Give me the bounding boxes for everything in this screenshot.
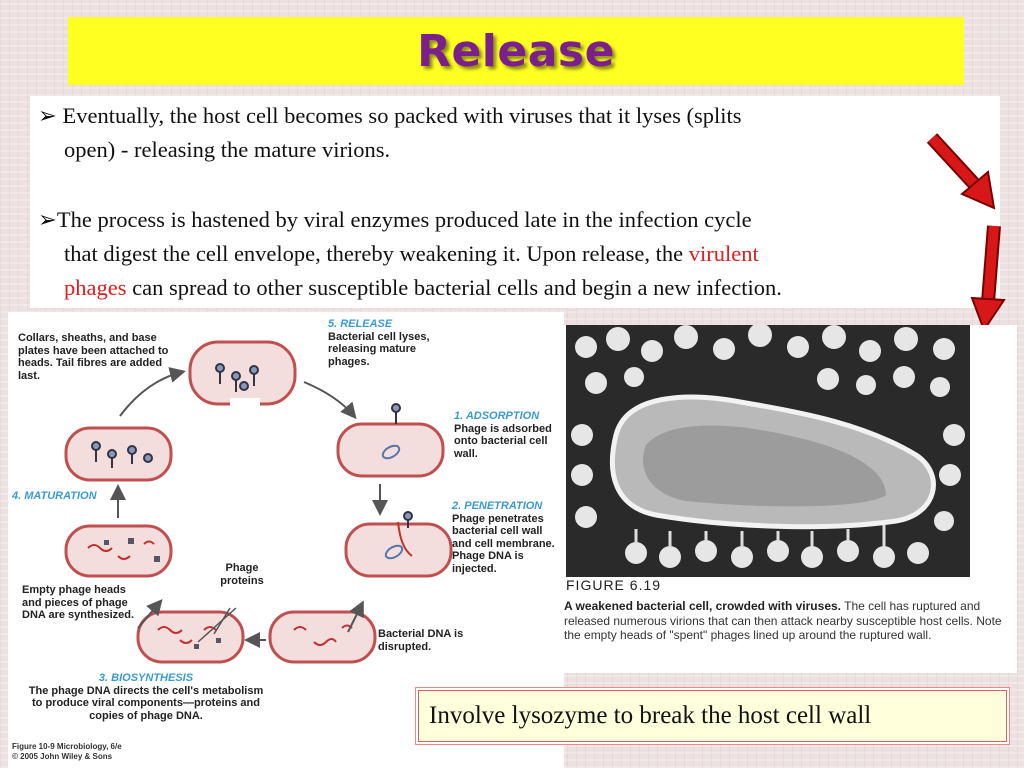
callout-text: Involve lysozyme to break the host cell … xyxy=(429,702,872,729)
slide-title: Release xyxy=(417,25,615,77)
release-text: Bacterial cell lyses, releasing mature p… xyxy=(328,330,430,368)
bullet-1-line-2: open) - releasing the mature virions. xyxy=(64,137,391,162)
biosynthesis-step: 3. BIOSYNTHESIS The phage DNA directs th… xyxy=(28,672,264,722)
assembly-label: Collars, sheaths, and base plates have b… xyxy=(18,332,169,382)
cell-adsorption xyxy=(336,422,445,478)
phages-highlight: phages xyxy=(64,275,127,300)
biosynthesis-title: 3. BIOSYNTHESIS xyxy=(98,672,194,684)
cell-empty-heads xyxy=(64,524,173,578)
empty-heads-label: Empty phage heads and pieces of phage DN… xyxy=(22,584,135,621)
figure-credit: Figure 10-9 Microbiology, 6/e © 2005 Joh… xyxy=(12,742,122,762)
bullet-2-line-2: that digest the cell envelope, thereby w… xyxy=(38,237,782,271)
release-title: 5. RELEASE xyxy=(328,318,393,330)
caption-bold: A weakened bacterial cell, crowded with … xyxy=(564,599,841,613)
virulent-highlight: virulent xyxy=(688,241,759,266)
maturation-title: 4. MATURATION xyxy=(12,490,97,502)
bullet-2-line-1: The process is hastened by viral enzymes… xyxy=(56,207,752,232)
cell-disrupted xyxy=(268,610,377,664)
bullet-2-line-3: phages can spread to other susceptible b… xyxy=(38,271,782,305)
disrupted-label: Bacterial DNA is disrupted. xyxy=(378,628,464,653)
electron-micrograph-image xyxy=(566,325,970,577)
caption-rest: The cell has ruptured and released numer… xyxy=(564,599,1002,642)
bullet-2-text: that digest the cell envelope, thereby w… xyxy=(64,241,689,266)
credit-line-1: Figure 10-9 Microbiology, 6/e xyxy=(12,742,122,751)
cell-penetration xyxy=(344,522,453,578)
adsorption-step: 1. ADSORPTION Phage is adsorbed onto bac… xyxy=(454,410,562,460)
penetration-text: Phage penetrates bacterial cell wall and… xyxy=(452,512,555,575)
bullet-marker-1: ➢ xyxy=(38,103,57,128)
penetration-title: 2. PENETRATION xyxy=(452,500,543,512)
adsorption-text: Phage is adsorbed onto bacterial cell wa… xyxy=(454,422,552,460)
red-arrow-down-icon xyxy=(970,225,1006,333)
title-bar: Release xyxy=(68,17,964,85)
lysozyme-callout-box: Involve lysozyme to break the host cell … xyxy=(418,690,1007,742)
credit-line-2: © 2005 John Wiley & Sons xyxy=(12,752,113,761)
adsorption-title: 1. ADSORPTION xyxy=(454,410,540,422)
biosynthesis-text: The phage DNA directs the cell's metabol… xyxy=(28,684,264,722)
phage-proteins-label: Phage proteins xyxy=(220,562,264,587)
cell-maturation xyxy=(64,426,173,482)
figure-label: FIGURE 6.19 xyxy=(566,577,662,593)
cell-release xyxy=(188,340,297,406)
bullet-marker-2: ➢ xyxy=(38,207,57,232)
text-panel: ➢ Eventually, the host cell becomes so p… xyxy=(30,96,1000,308)
bullet-1-line-1: Eventually, the host cell becomes so pac… xyxy=(62,103,742,128)
bullet-1: ➢ Eventually, the host cell becomes so p… xyxy=(38,99,742,167)
release-step: 5. RELEASE Bacterial cell lyses, releasi… xyxy=(328,318,448,368)
red-arrow-diagonal-icon xyxy=(926,133,996,210)
bullet-2-text-end: can spread to other susceptible bacteria… xyxy=(126,275,782,300)
cell-biosynthesis xyxy=(136,610,245,664)
maturation-step: 4. MATURATION xyxy=(12,490,97,503)
bullet-2: ➢The process is hastened by viral enzyme… xyxy=(38,203,782,305)
figure-caption: A weakened bacterial cell, crowded with … xyxy=(564,599,1012,643)
micrograph-figure: FIGURE 6.19 A weakened bacterial cell, c… xyxy=(564,325,1017,673)
penetration-step: 2. PENETRATION Phage penetrates bacteria… xyxy=(452,500,564,575)
micrograph-illustration xyxy=(566,325,970,577)
cycle-illustration xyxy=(64,340,453,664)
